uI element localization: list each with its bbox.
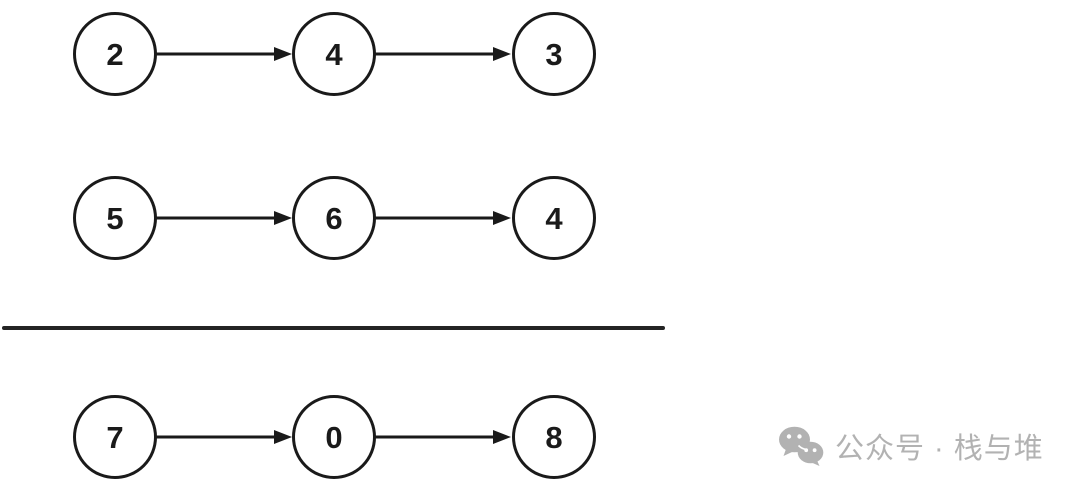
node-value: 6 [325,200,343,236]
next-pointer-arrow-icon [375,47,511,61]
node-value: 4 [545,200,563,236]
list-node: 4 [512,176,596,260]
wechat-icon [779,426,824,466]
node-value: 3 [545,36,563,72]
next-pointer-arrow-icon [375,211,511,225]
list-node: 6 [292,176,376,260]
watermark-text: 公众号 · 栈与堆 [835,433,1044,465]
list-node: 8 [512,395,596,479]
node-value: 2 [106,36,124,72]
node-value: 0 [325,419,343,455]
linked-list-row-2: 5 6 4 [0,176,700,260]
list-node: 2 [73,12,157,96]
next-pointer-arrow-icon [375,430,511,444]
linked-list-row-result: 7 0 8 [0,395,700,479]
list-node: 4 [292,12,376,96]
next-pointer-arrow-icon [156,430,292,444]
watermark: 公众号 · 栈与堆 [778,423,1044,469]
node-value: 8 [545,419,563,455]
sum-divider-line [2,326,665,330]
next-pointer-arrow-icon [156,47,292,61]
list-node: 3 [512,12,596,96]
node-value: 4 [325,36,343,72]
next-pointer-arrow-icon [156,211,292,225]
node-value: 7 [106,419,124,455]
node-value: 5 [106,200,124,236]
list-node: 0 [292,395,376,479]
list-node: 7 [73,395,157,479]
list-node: 5 [73,176,157,260]
linked-list-row-1: 2 4 3 [0,12,700,96]
